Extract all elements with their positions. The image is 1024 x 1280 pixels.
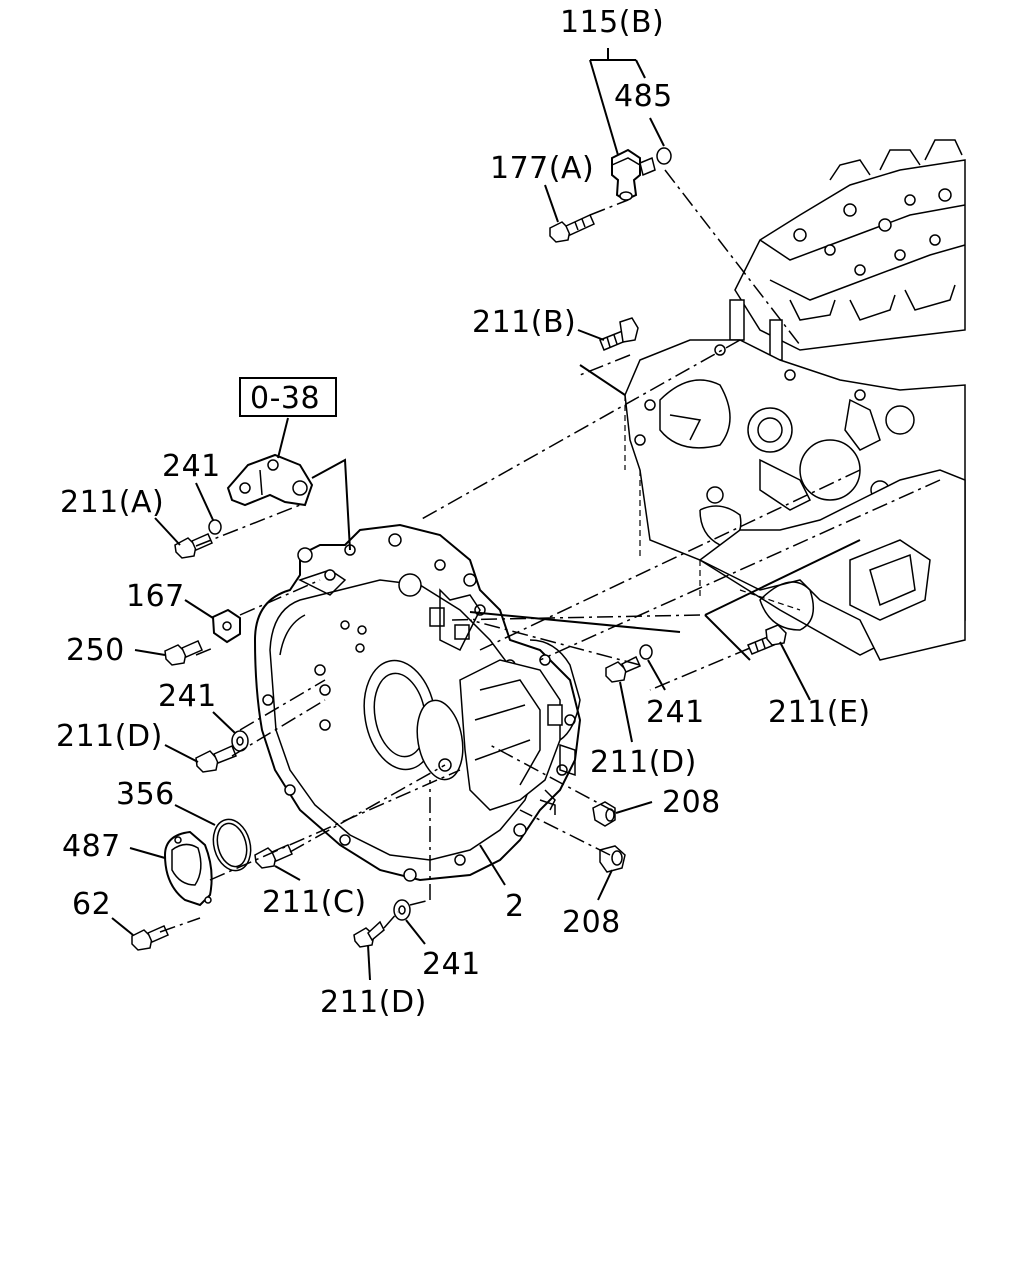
label-487: 487: [62, 829, 121, 864]
washer-241d: [639, 644, 653, 660]
o-ring-485: [656, 147, 672, 165]
label-211d-bottom: 211(D): [320, 985, 427, 1020]
label-0-38: 0-38: [250, 381, 320, 416]
washer-241a: [208, 519, 222, 535]
label-485: 485: [614, 79, 673, 114]
label-356: 356: [116, 777, 175, 812]
bracket-0-38: [226, 453, 314, 507]
label-211d-right: 211(D): [590, 745, 697, 780]
bolt-211a: [174, 533, 213, 559]
label-241d: 241: [646, 695, 705, 730]
label-2: 2: [505, 889, 525, 924]
label-211b: 211(B): [472, 305, 576, 340]
label-115b: 115(B): [560, 5, 664, 40]
label-241b: 241: [158, 679, 217, 714]
plate-167: [211, 608, 241, 644]
label-211c: 211(C): [262, 885, 367, 920]
plug-208-upper: [592, 801, 616, 827]
label-211d-left: 211(D): [56, 719, 163, 754]
label-211a: 211(A): [60, 485, 164, 520]
cover-487: [163, 830, 213, 907]
label-167: 167: [126, 579, 185, 614]
engine-block: [624, 139, 966, 661]
bolt-211e: [747, 624, 787, 655]
bolt-211b: [599, 317, 639, 351]
plug-208-lower: [599, 845, 626, 873]
bolt-211c: [254, 844, 293, 869]
bolt-250: [164, 640, 203, 666]
bolt-211d-bottom: [353, 920, 385, 948]
label-241a: 241: [162, 449, 221, 484]
bolt-211d-left: [195, 744, 237, 773]
sensor-115b: [611, 148, 656, 202]
bolt-62: [131, 925, 169, 951]
label-250: 250: [66, 633, 125, 668]
flywheel-housing: [253, 523, 582, 882]
callout-labels: 115(B) 485 177(A) 211(B) 0-38 241 211(A)…: [56, 5, 871, 1020]
washer-241c: [393, 899, 411, 921]
label-177a: 177(A): [490, 151, 594, 186]
leader-lines: [111, 48, 861, 981]
ref-box-0-38: [239, 377, 337, 417]
label-241c: 241: [422, 947, 481, 982]
label-62: 62: [72, 887, 111, 922]
label-211e: 211(E): [768, 695, 871, 730]
label-208-upper: 208: [662, 785, 721, 820]
bolt-177a: [549, 214, 595, 243]
label-208-lower: 208: [562, 905, 621, 940]
alignment-lines: [159, 169, 941, 933]
bolt-211d-right: [605, 655, 641, 683]
